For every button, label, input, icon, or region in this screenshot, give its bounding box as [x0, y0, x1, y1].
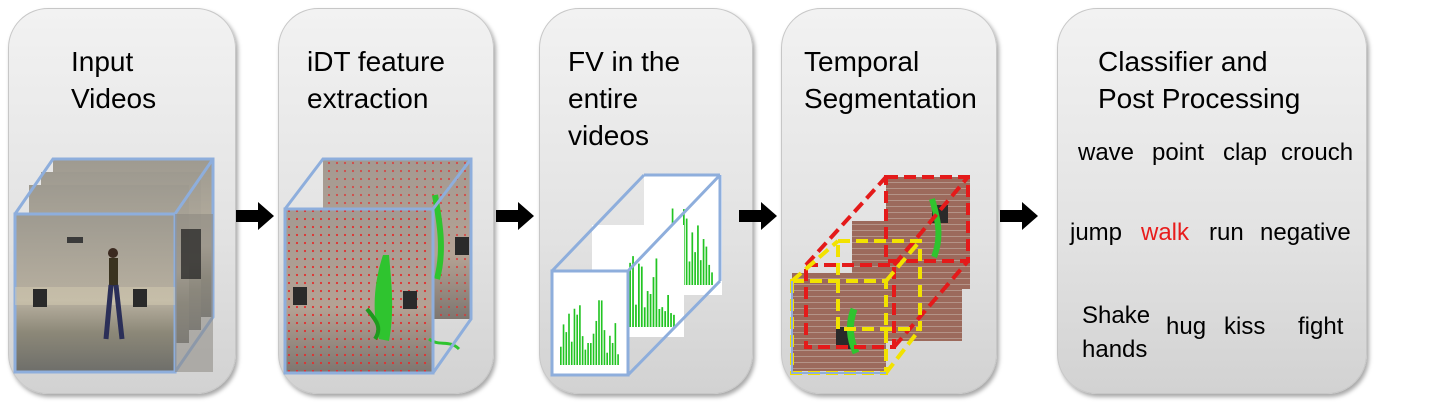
class-label-walk-highlighted: walk	[1141, 219, 1190, 246]
histogram-bar	[584, 349, 587, 365]
histogram-bar	[646, 291, 649, 327]
histogram-bar	[699, 260, 702, 285]
histogram-bar	[632, 256, 634, 327]
panel-input-videos: Input Videos	[8, 8, 236, 394]
yellow-segment-box	[790, 239, 922, 375]
histogram-bar	[576, 314, 578, 365]
class-label-kiss: kiss	[1224, 313, 1266, 340]
histogram-bar	[670, 313, 672, 327]
class-label-jump: jump	[1070, 219, 1123, 246]
class-label-crouch: crouch	[1281, 139, 1354, 166]
histogram-bar	[702, 239, 705, 285]
panel-temporal-segmentation: Temporal Segmentation	[781, 8, 997, 394]
panel-title-input-videos: Input Videos	[71, 46, 157, 114]
histogram-bar	[711, 272, 713, 285]
panel-fisher-vector: FV in the entire videos	[539, 8, 753, 394]
histogram-bar	[614, 323, 617, 365]
histogram-bar	[600, 300, 603, 365]
histogram-bar	[603, 330, 606, 365]
histogram-bar	[658, 308, 661, 327]
histogram-bar	[565, 332, 568, 365]
histogram-bar	[708, 264, 711, 285]
histogram-bar	[705, 246, 708, 285]
arrow-icon	[739, 202, 777, 230]
arrow-icon	[1000, 202, 1038, 230]
class-label-wave: wave	[1078, 139, 1135, 166]
histogram-bar	[649, 294, 652, 327]
histogram-bar	[592, 333, 595, 365]
class-label-run: run	[1209, 219, 1244, 246]
histogram-bar	[655, 258, 658, 327]
panel-title-temporal: Temporal Segmentation	[804, 46, 977, 114]
histogram-bar	[673, 314, 675, 327]
histogram-bar	[691, 232, 694, 285]
histogram-front	[560, 300, 619, 365]
histogram-bar	[661, 307, 664, 327]
histogram-bar	[635, 304, 637, 327]
histogram-bar	[579, 305, 581, 365]
histogram-bar	[611, 342, 614, 365]
segmentation-cube-illustration	[790, 175, 970, 375]
histogram-bar	[640, 266, 643, 327]
histogram-bar	[688, 261, 691, 285]
video-cube-illustration	[13, 157, 215, 374]
red-segment-box	[804, 175, 970, 349]
panel-title-fv: FV in the entire videos	[568, 46, 681, 151]
class-label-shake-hands: Shake hands	[1082, 302, 1151, 363]
class-label-fight: fight	[1298, 313, 1344, 340]
histogram-bar	[629, 262, 631, 327]
panel-title-classifier: Classifier and Post Processing	[1098, 46, 1301, 114]
histogram-bar	[562, 324, 565, 365]
histogram-cube-illustration	[550, 173, 722, 377]
histogram-bar	[617, 354, 619, 365]
histogram-bar	[598, 300, 600, 365]
histogram-bar	[609, 335, 611, 365]
panel-title-idt: iDT feature extraction	[307, 46, 445, 114]
histogram-bar	[643, 307, 646, 327]
histogram-bar	[590, 343, 592, 365]
arrow-icon	[496, 202, 534, 230]
class-label-clap: clap	[1223, 139, 1268, 166]
histogram-bar	[606, 352, 608, 365]
histogram-bar	[573, 308, 576, 365]
arrow-icon	[236, 202, 274, 230]
histogram-bar	[697, 225, 699, 285]
histogram-bar	[570, 341, 573, 365]
histogram-bar	[638, 263, 640, 327]
histogram-bar	[595, 320, 598, 365]
class-label-hug: hug	[1166, 313, 1207, 340]
class-label-negative: negative	[1260, 219, 1351, 246]
panel-idt-feature-extraction: iDT feature extraction	[278, 8, 494, 394]
histogram-bar	[694, 252, 696, 285]
feature-cube-illustration	[283, 157, 473, 375]
histogram-bar	[652, 277, 655, 327]
histogram-bar	[667, 294, 669, 327]
class-label-point: point	[1152, 139, 1205, 166]
histogram-bar	[664, 311, 667, 327]
histogram-bar	[568, 313, 570, 365]
histogram-bar	[587, 342, 589, 365]
histogram-bar	[685, 218, 688, 285]
panel-classifier: Classifier and Post Processing wave poin…	[1057, 8, 1367, 394]
histogram-bar	[560, 346, 562, 365]
histogram-bar	[581, 336, 584, 365]
